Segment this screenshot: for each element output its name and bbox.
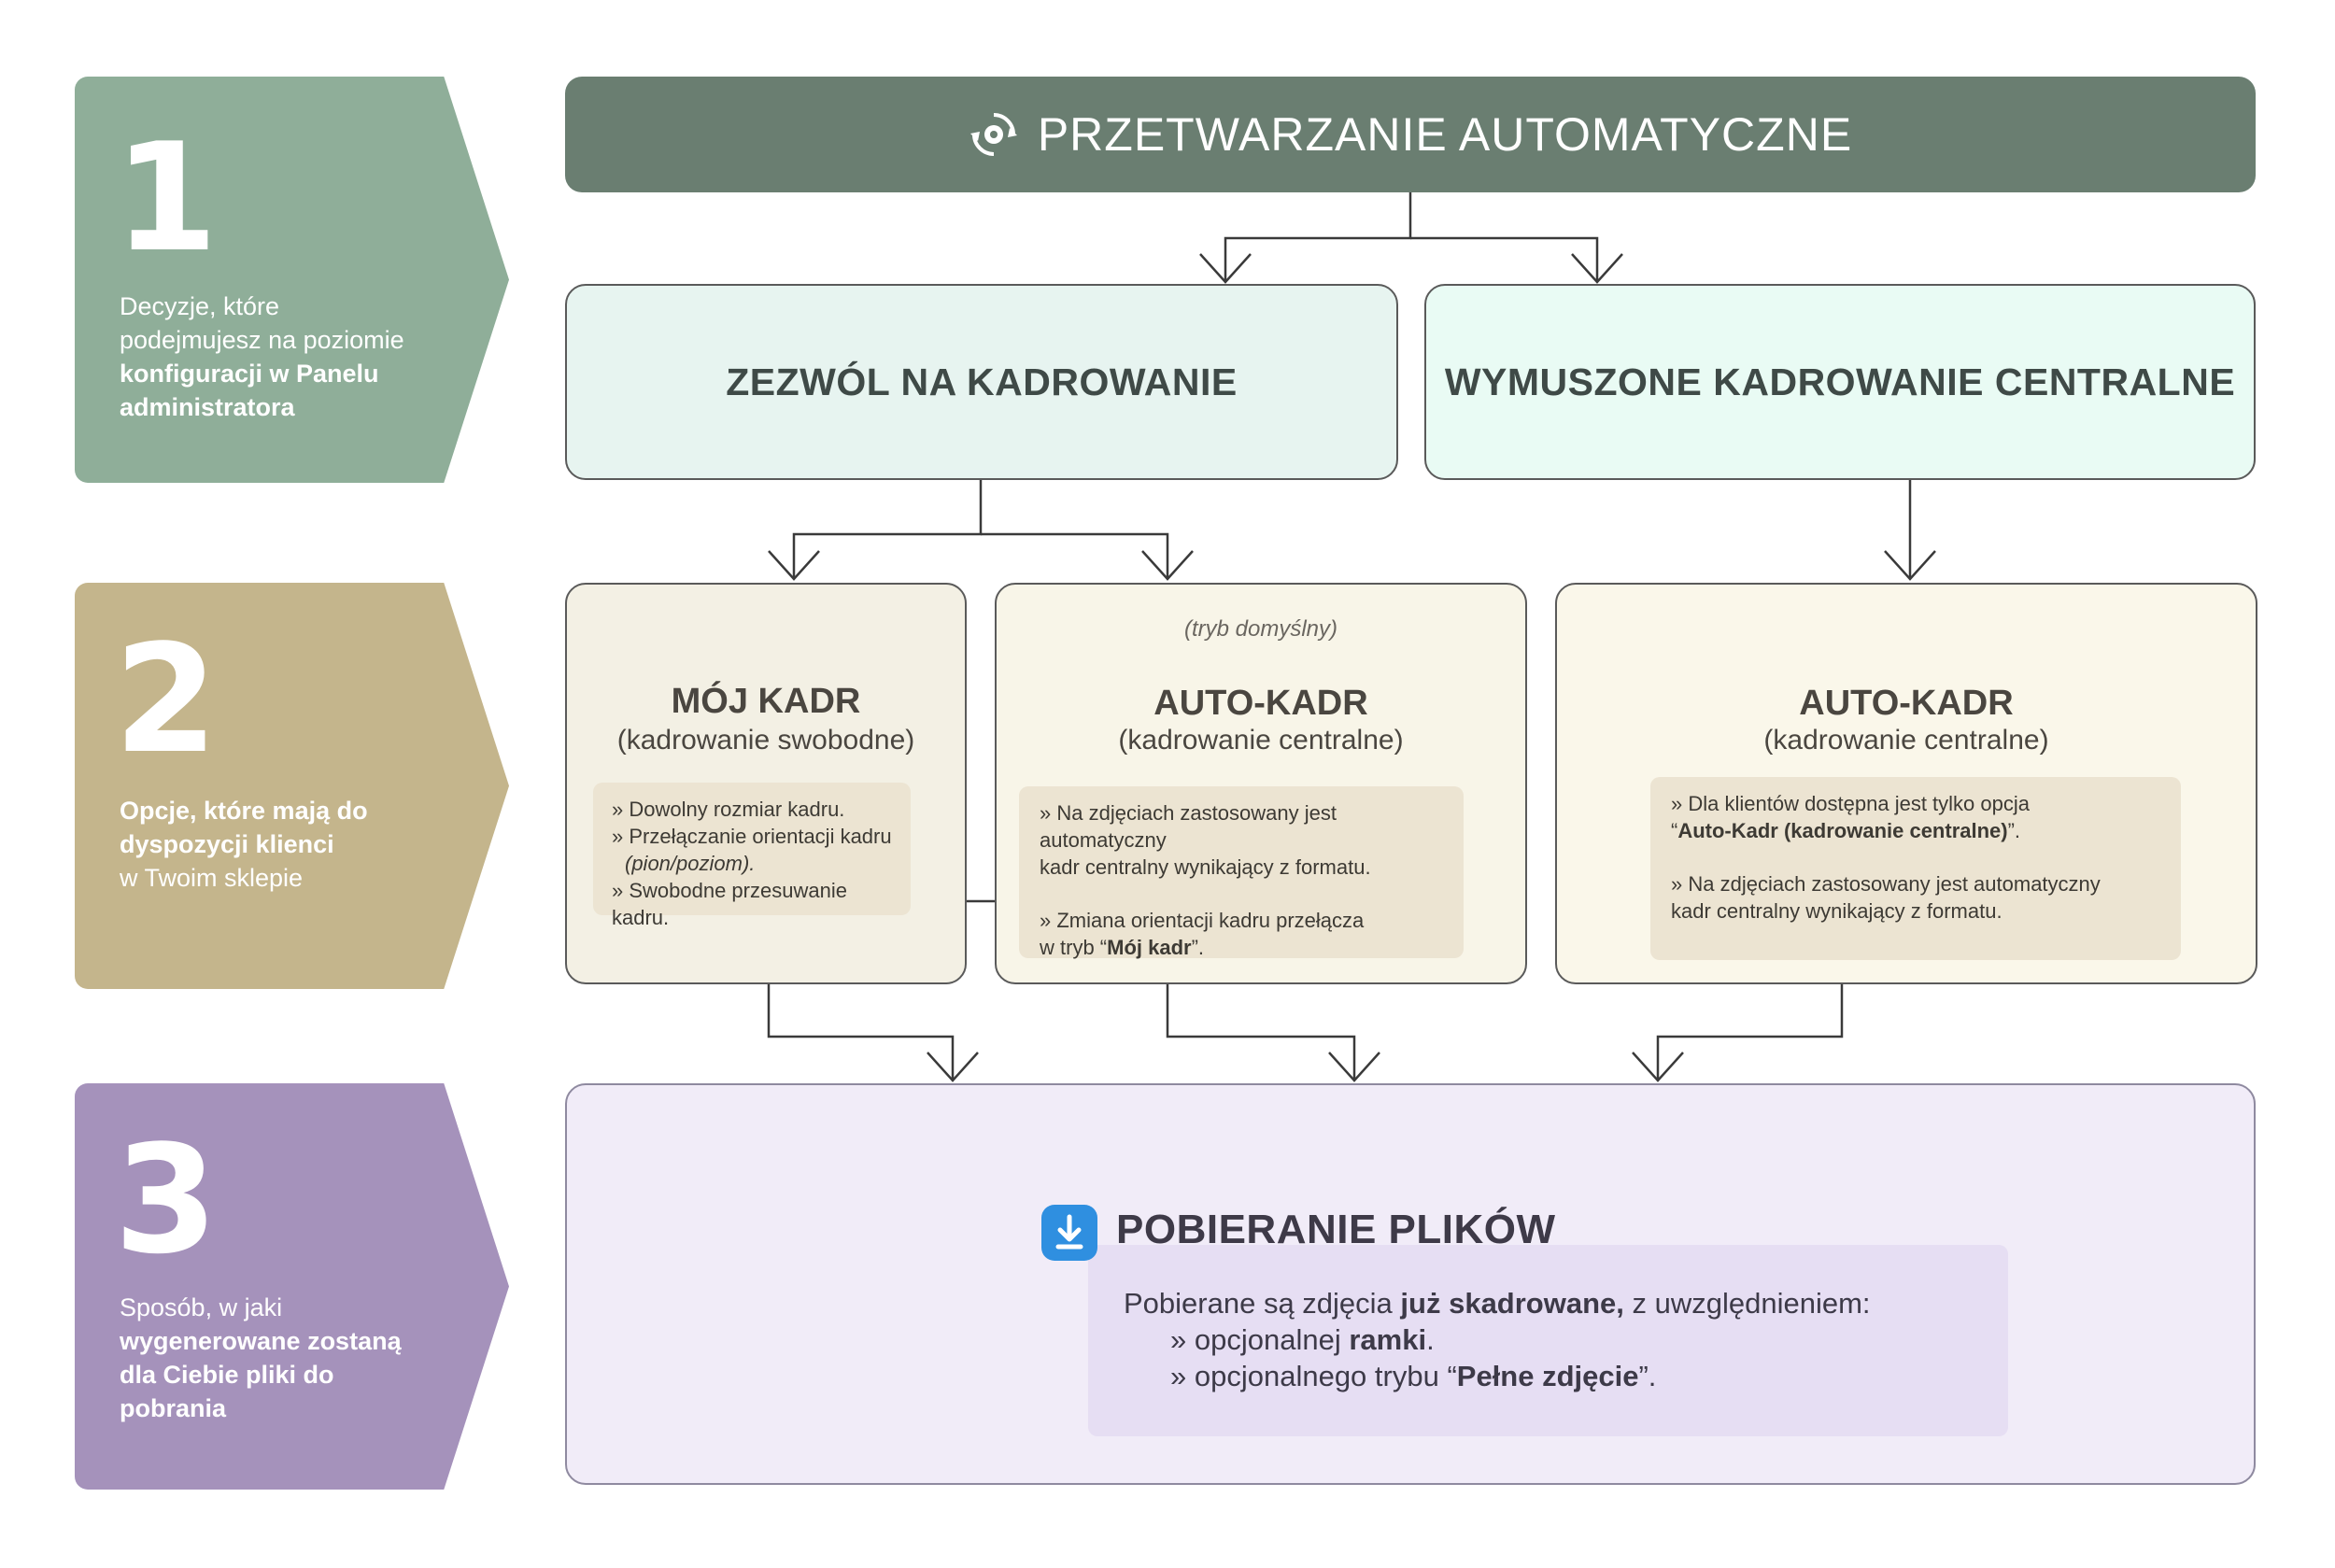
option-subtitle: (kadrowanie swobodne): [616, 725, 915, 756]
note-bullet: » Dowolny rozmiar kadru.: [612, 798, 845, 821]
note-line: “Auto-Kadr (kadrowanie centralne)”.: [1671, 819, 2021, 842]
step-2-number: 2: [114, 612, 218, 786]
allow-cropping-label: ZEZWÓL NA KADROWANIE: [726, 360, 1238, 403]
note-line: » Na zdjęciach zastosowany jest automaty…: [1040, 801, 1337, 852]
option-title: AUTO-KADR: [1799, 684, 2014, 723]
note-line: w tryb “Mój kadr”.: [1040, 936, 1205, 959]
option-moj-kadr: MÓJ KADR (kadrowanie swobodne) » Dowolny…: [565, 583, 967, 984]
step-2-shape: [75, 583, 509, 989]
step-1-bold-line: konfiguracji w Panelu: [120, 360, 379, 388]
forced-center-cropping-box: WYMUSZONE KADROWANIE CENTRALNE: [1424, 284, 2256, 480]
step-2-bold-line: dyspozycji klienci: [120, 830, 334, 858]
step-3-description: Sposób, w jaki wygenerowane zostaną dla …: [120, 1291, 428, 1425]
note-bullet: (pion/poziom).: [625, 852, 756, 875]
forced-cropping-label: WYMUSZONE KADROWANIE CENTRALNE: [1444, 360, 2236, 403]
step-1-line: podejmujesz na poziomie: [120, 326, 404, 354]
option-title: AUTO-KADR: [1153, 684, 1368, 723]
download-title: POBIERANIE PLIKÓW: [1116, 1207, 1556, 1252]
note-bullet: » Przełączanie orientacji kadru: [612, 825, 892, 848]
option-notes: » Dla klientów dostępna jest tylko opcja…: [1650, 777, 2181, 960]
download-description-panel: [1088, 1245, 2008, 1436]
option-auto-kadr-default: (tryb domyślny) AUTO-KADR (kadrowanie ce…: [995, 583, 1527, 984]
download-icon: [1041, 1205, 1097, 1261]
step-1-bold-line: administratora: [120, 393, 295, 421]
auto-process-icon: [969, 113, 1017, 156]
header-title: PRZETWARZANIE AUTOMATYCZNE: [1037, 108, 1853, 161]
download-line-2: » opcjonalnej ramki.: [1170, 1323, 1435, 1356]
step-3-chevron: 3 Sposób, w jaki wygenerowane zostaną dl…: [75, 1083, 509, 1490]
step-2-chevron: 2 Opcje, które mają do dyspozycji klienc…: [75, 583, 509, 989]
download-line-3: » opcjonalnego trybu “Pełne zdjęcie”.: [1170, 1360, 1657, 1392]
step-1-chevron: 1 Decyzje, które podejmujesz na poziomie…: [75, 77, 509, 483]
download-line-1: Pobierane są zdjęcia już skadrowane, z u…: [1124, 1287, 1871, 1320]
step-2-bold-line: Opcje, które mają do: [120, 797, 368, 825]
step-2-description: Opcje, które mają do dyspozycji klienci …: [120, 794, 428, 895]
note-line: » Na zdjęciach zastosowany jest automaty…: [1671, 872, 2101, 896]
option-title: MÓJ KADR: [671, 682, 861, 721]
note-line: » Zmiana orientacji kadru przełącza: [1040, 909, 1365, 932]
auto-processing-header: PRZETWARZANIE AUTOMATYCZNE: [565, 77, 2256, 192]
allow-cropping-box: ZEZWÓL NA KADROWANIE: [565, 284, 1398, 480]
step-3-shape: [75, 1083, 509, 1490]
default-mode-badge: (tryb domyślny): [1183, 616, 1338, 642]
option-notes: » Na zdjęciach zastosowany jest automaty…: [1019, 786, 1464, 959]
option-subtitle: (kadrowanie centralne): [1118, 725, 1404, 756]
note-line: kadr centralny wynikający z formatu.: [1671, 899, 2002, 923]
option-subtitle: (kadrowanie centralne): [1763, 725, 2049, 756]
option-notes: » Dowolny rozmiar kadru. » Przełączanie …: [593, 783, 911, 929]
step-1-line: Decyzje, które: [120, 292, 280, 320]
step-3-line: Sposób, w jaki: [120, 1293, 283, 1321]
option-auto-kadr-forced: AUTO-KADR (kadrowanie centralne) » Dla k…: [1555, 583, 2257, 984]
note-bullet: » Swobodne przesuwanie kadru.: [612, 879, 847, 929]
step-1-number: 1: [114, 110, 218, 285]
step-1-shape: [75, 77, 509, 483]
step-3-bold-line: dla Ciebie pliki do pobrania: [120, 1361, 334, 1422]
note-line: » Dla klientów dostępna jest tylko opcja: [1671, 792, 2030, 815]
step-2-line: w Twoim sklepie: [120, 864, 304, 892]
step-3-bold-line: wygenerowane zostaną: [120, 1327, 402, 1355]
note-line: kadr centralny wynikający z formatu.: [1040, 855, 1371, 879]
step-3-number: 3: [114, 1112, 218, 1287]
step-1-description: Decyzje, które podejmujesz na poziomie k…: [120, 290, 428, 424]
